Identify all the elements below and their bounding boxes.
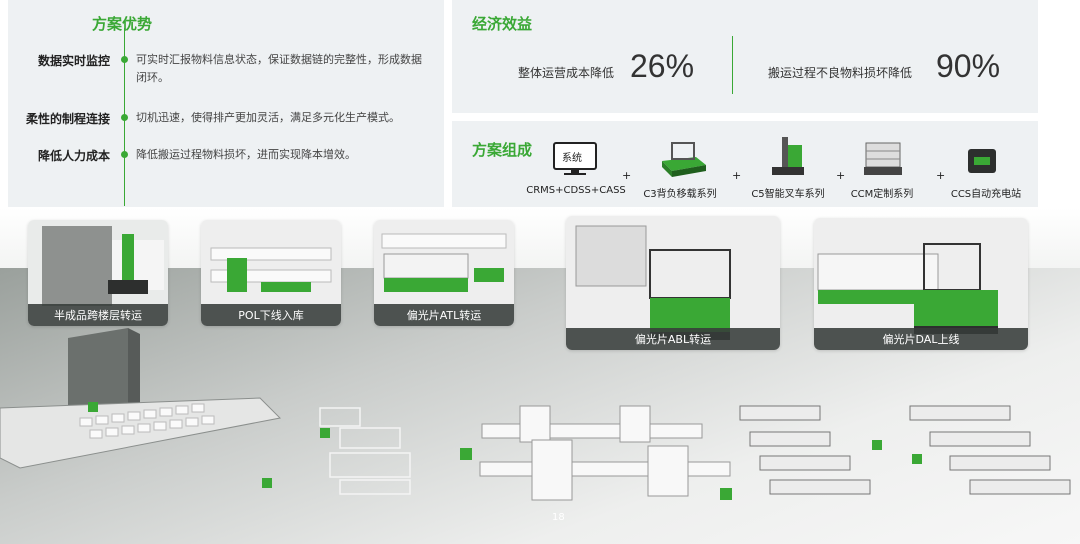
page-number: 18 — [552, 512, 565, 523]
forklift-c5-icon — [768, 135, 808, 183]
scene-card[interactable]: 偏光片DAL上线 — [814, 218, 1028, 350]
plus-sign: + — [622, 169, 632, 182]
bullet-dot-icon — [121, 114, 128, 121]
metric-divider — [732, 36, 733, 94]
scene-card[interactable]: 偏光片ATL转运 — [374, 220, 514, 326]
metric-label: 搬运过程不良物料损坏降低 — [768, 66, 913, 80]
card-label: 偏光片DAL上线 — [814, 328, 1028, 350]
charger-icon — [966, 147, 998, 183]
advantages-panel: 方案优势 数据实时监控 可实时汇报物料信息状态，保证数据链的完整性，形成数据闭环… — [8, 0, 444, 207]
plus-sign: + — [836, 169, 846, 182]
card-label: 偏光片ATL转运 — [374, 304, 514, 326]
bullet-dot-icon — [121, 151, 128, 158]
abl-scene-image — [566, 216, 780, 350]
scene-card[interactable]: 半成品跨楼层转运 — [28, 220, 168, 326]
card-label: 偏光片ABL转运 — [566, 328, 780, 350]
advantage-label: 降低人力成本 — [37, 149, 110, 163]
metric-value: 26% — [630, 48, 695, 84]
scene-card[interactable]: 偏光片ABL转运 — [566, 216, 780, 350]
composition-item-label: C5智能叉车系列 — [751, 189, 825, 200]
advantage-text: 可实时汇报物料信息状态，保证数据链的完整性，形成数据闭环。 — [136, 53, 422, 84]
monitor-icon: 系统 — [552, 141, 598, 175]
advantage-text: 降低搬运过程物料损坏，进而实现降本增效。 — [136, 148, 356, 161]
metric-label: 整体运营成本降低 — [518, 66, 615, 80]
factory-layout-illustration — [0, 328, 1071, 501]
system-badge: 系统 — [562, 153, 582, 164]
economic-benefit-panel: 经济效益 整体运营成本降低 26% 搬运过程不良物料损坏降低 90% — [452, 0, 1038, 113]
advantages-title: 方案优势 — [92, 15, 153, 33]
agv-c3-icon — [658, 137, 708, 183]
composition-item-label: CRMS+CDSS+CASS — [526, 185, 626, 196]
metric-value: 90% — [936, 48, 1001, 84]
composition-item-label: CCS自动充电站 — [950, 189, 1022, 200]
advantage-label: 数据实时监控 — [37, 54, 110, 68]
plus-sign: + — [936, 169, 946, 182]
agv-ccm-icon — [860, 137, 906, 183]
composition-title: 方案组成 — [472, 141, 533, 159]
advantage-label: 柔性的制程连接 — [25, 112, 110, 126]
economic-title: 经济效益 — [472, 15, 533, 33]
composition-item-label: CCM定制系列 — [850, 189, 914, 200]
card-label: 半成品跨楼层转运 — [28, 304, 168, 326]
scene-card[interactable]: POL下线入库 — [201, 220, 341, 326]
bullet-dot-icon — [121, 56, 128, 63]
plus-sign: + — [732, 169, 742, 182]
composition-panel: 方案组成 系统 CRMS+CDSS+CASS + C3背负移载系列 + C5智能… — [452, 121, 1038, 207]
advantage-text: 切机迅速，使得排产更加灵活，满足多元化生产模式。 — [136, 111, 400, 124]
card-label: POL下线入库 — [201, 304, 341, 326]
composition-item-label: C3背负移载系列 — [643, 189, 717, 200]
